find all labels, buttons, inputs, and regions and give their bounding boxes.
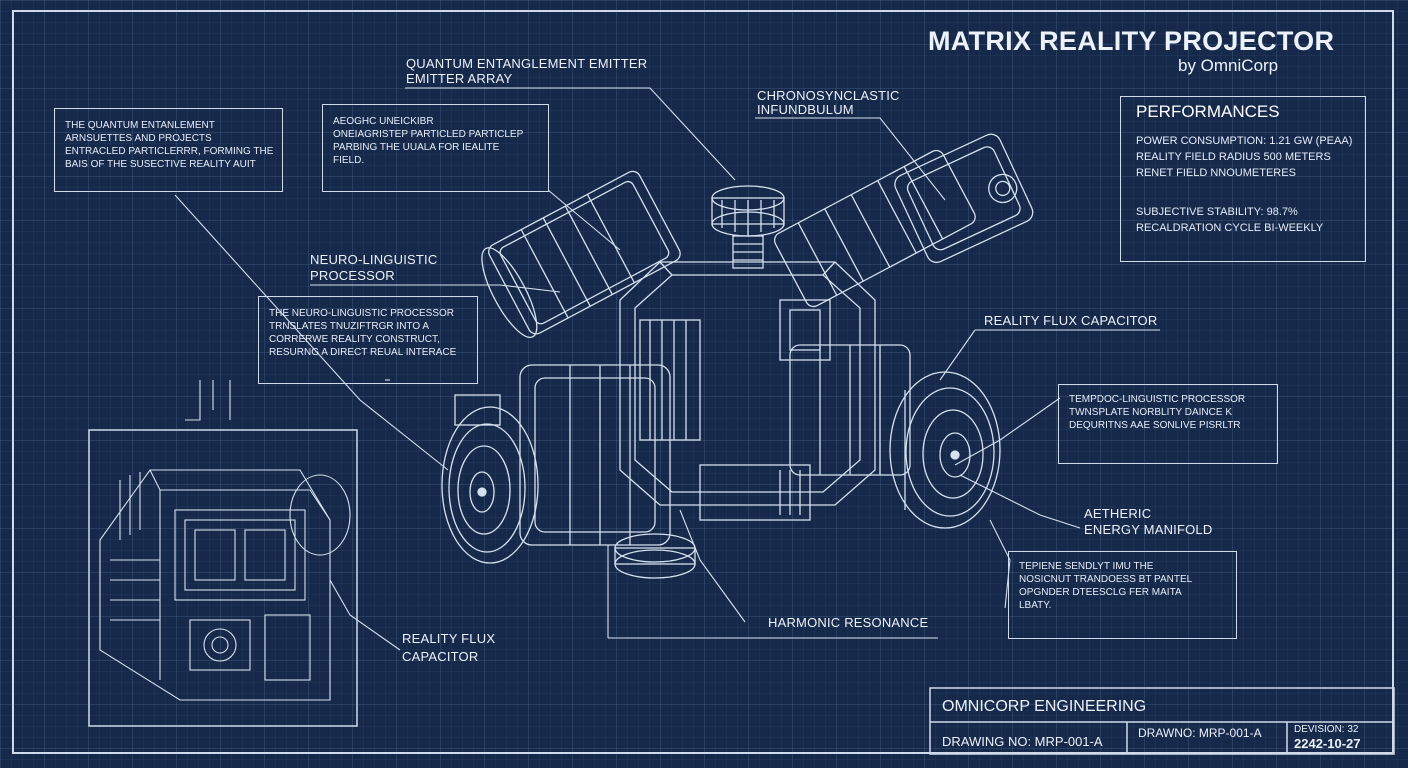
label-emitter-array: EMITTER ARRAY xyxy=(406,71,513,86)
label-reality-flux: REALITY FLUX xyxy=(402,631,496,646)
performances-panel xyxy=(1120,96,1366,262)
drawing-border xyxy=(12,10,1394,754)
title-block-revision: DEVISION: 32 xyxy=(1294,724,1359,735)
projector-assembly xyxy=(441,133,1034,579)
label-processor: PROCESSOR xyxy=(310,268,395,283)
note-terpene: TEPIENE SENDLYT IMU THE NOSICNUT TRANDOE… xyxy=(1019,561,1193,611)
right-cylinder xyxy=(789,344,1001,529)
note-box-terpene: TEPIENE SENDLYT IMU THE NOSICNUT TRANDOE… xyxy=(1008,551,1237,639)
inset-frame xyxy=(88,429,358,727)
note-particles: AEOGHC UNEICKIBR ONEIAGRISTEP PARTICLED … xyxy=(333,116,524,166)
note-box-tempdoc: TEMPDOC-LINGUISTIC PROCESSOR TWNSPLATE N… xyxy=(1058,384,1278,464)
label-chronosynclastic: CHRONOSYNCLASTIC xyxy=(757,88,900,103)
perf-recalibration: RECALDRATION CYCLE BI-WEEKLY xyxy=(1136,222,1324,234)
drawing-title: MATRIX REALITY PROJECTOR xyxy=(928,26,1335,56)
central-hub xyxy=(619,261,876,521)
perf-power: POWER CONSUMPTION: 1.21 GW (PEAA) xyxy=(1136,135,1353,147)
perf-field: RENET FIELD NNOUMETERES xyxy=(1136,167,1296,179)
performances-title: PERFORMANCES xyxy=(1136,102,1280,121)
label-neuro-linguistic: NEURO-LINGUISTIC xyxy=(310,252,438,267)
label-infundbulum: INFUNDBULUM xyxy=(757,102,854,117)
drawing-subtitle: by OmniCorp xyxy=(1178,56,1279,75)
label-aetheric: AETHERIC xyxy=(1084,506,1152,521)
note-box-quantum: THE QUANTUM ENTANLEMENT ARNSUETTES AND P… xyxy=(54,108,283,192)
perf-stability: SUBJECTIVE STABILITY: 98.7% xyxy=(1136,206,1298,218)
inset-cutaway xyxy=(99,380,351,701)
label-capacitor: CAPACITOR xyxy=(402,649,479,664)
label-harmonic-resonance: HARMONIC RESONANCE xyxy=(768,615,929,630)
note-neuro: THE NEURO-LINGUISTIC PROCESSOR TRNSLATES… xyxy=(269,308,457,358)
label-quantum-emitter: QUANTUM ENTANGLEMENT EMITTER xyxy=(406,56,648,71)
label-reality-flux-capacitor-right: REALITY FLUX CAPACITOR xyxy=(984,313,1158,328)
label-energy-manifold: ENERGY MANIFOLD xyxy=(1084,522,1213,537)
perf-radius: REALITY FIELD RADIUS 500 METERS xyxy=(1136,151,1331,163)
title-block-drawing-no: DRAWING NO: MRP-001-A xyxy=(942,734,1103,749)
title-block-company: OMNICORP ENGINEERING xyxy=(942,698,1147,715)
note-box-neuro: THE NEURO-LINGUISTIC PROCESSOR TRNSLATES… xyxy=(258,296,478,384)
title-block-lines xyxy=(929,687,1395,755)
title-block-drawno: DRAWNO: MRP-001-A xyxy=(1138,726,1262,740)
title-block-date: 2242-10-27 xyxy=(1294,736,1361,751)
note-box-particles: AEOGHC UNEICKIBR ONEIAGRISTEP PARTICLED … xyxy=(322,104,549,192)
left-cylinder xyxy=(441,364,696,579)
note-tempdoc: TEMPDOC-LINGUISTIC PROCESSOR TWNSPLATE N… xyxy=(1069,394,1246,431)
note-quantum: THE QUANTUM ENTANLEMENT ARNSUETTES AND P… xyxy=(65,120,274,170)
top-knob xyxy=(711,185,785,269)
